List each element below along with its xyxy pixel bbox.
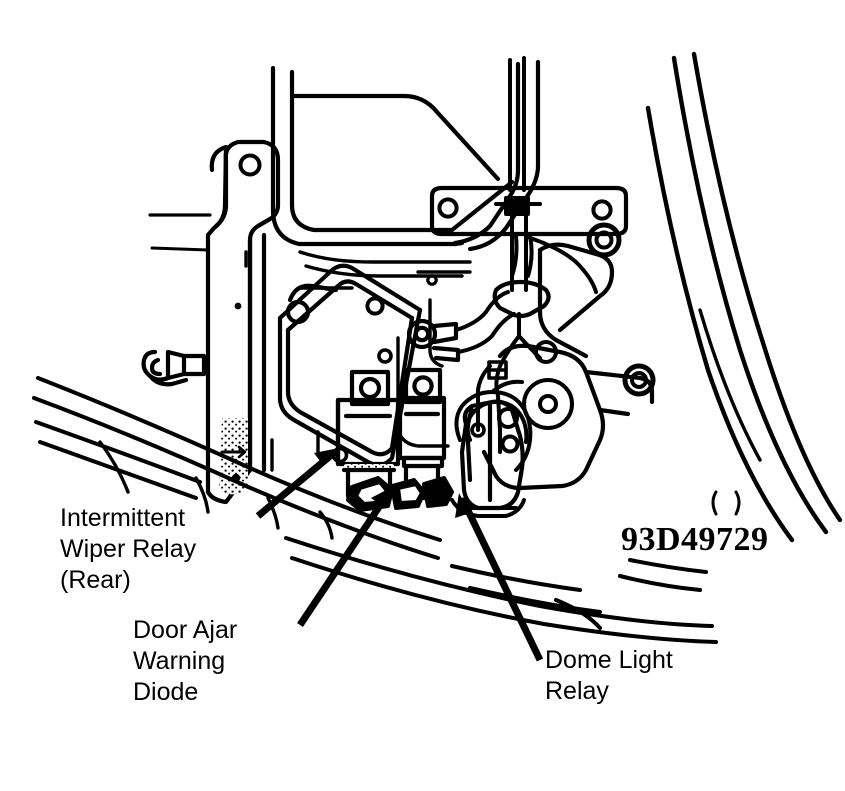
dome-relay-wire-loop bbox=[454, 379, 533, 472]
upper-wire bbox=[510, 234, 598, 294]
arrow-door-ajar-line bbox=[297, 490, 392, 627]
a-pillar-inner bbox=[698, 308, 762, 462]
motor-plate bbox=[481, 343, 655, 491]
arrowhead-wiper-relay bbox=[314, 448, 339, 465]
vertical-rod bbox=[508, 56, 528, 292]
bracket-hole-upper bbox=[586, 222, 622, 258]
figure-part-number: 93D49729 bbox=[621, 521, 769, 558]
paren-mark bbox=[711, 490, 741, 516]
vertical-brace bbox=[205, 139, 281, 505]
panel-bolt-hole-3 bbox=[377, 348, 393, 364]
strap-hole-right bbox=[591, 199, 613, 221]
panel-bolt-hole-2 bbox=[365, 296, 385, 316]
door-opening bbox=[270, 65, 515, 247]
harness-clip bbox=[487, 360, 508, 380]
dome-relay-hole bbox=[497, 407, 519, 429]
strap-clip bbox=[494, 196, 542, 216]
relay-right bbox=[397, 367, 447, 501]
bracket-hole-lower bbox=[622, 363, 656, 397]
arrow-dome-light-line bbox=[458, 496, 544, 662]
strap-hole-left bbox=[437, 197, 459, 219]
cowl-panel-lines bbox=[32, 376, 442, 560]
a-pillar bbox=[645, 51, 843, 543]
upper-panel-edges bbox=[244, 250, 472, 278]
callout-dome-light-relay: Dome Light Relay bbox=[545, 646, 673, 705]
rod-grommet bbox=[492, 279, 551, 319]
arrowhead-dome-light bbox=[455, 493, 470, 518]
arrowhead-door-ajar bbox=[371, 487, 392, 507]
leader-arrowheads bbox=[314, 448, 470, 518]
left-grommet-connector bbox=[141, 349, 207, 387]
callout-door-ajar-warning-diode: Door Ajar Warning Diode bbox=[133, 616, 238, 706]
callout-intermittent-wiper-relay: Intermittent Wiper Relay (Rear) bbox=[60, 504, 197, 594]
lower-body-lines bbox=[284, 536, 718, 644]
brace-bolt-hole bbox=[238, 153, 262, 177]
motor-hub bbox=[522, 378, 574, 430]
upper-strap-bracket bbox=[429, 185, 629, 237]
panel-bolt-hole-1 bbox=[285, 299, 311, 325]
cowl-break-lines bbox=[98, 440, 334, 540]
